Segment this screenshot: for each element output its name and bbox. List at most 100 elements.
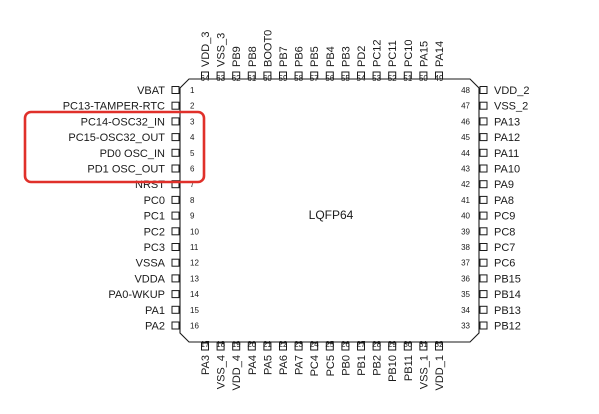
pin-23-pa7-label: PA7	[294, 355, 306, 375]
pin-43-pa10-number: 43	[461, 165, 470, 174]
pin-58-pb6-pad	[294, 71, 303, 80]
pin-55-pb3-number: 55	[341, 74, 350, 83]
pin-63-vss-3-label: VSS_3	[216, 33, 228, 67]
pin-25-pc5-pad	[325, 342, 334, 351]
pin-54-pd2-pad	[357, 71, 365, 80]
pin-35-pb14-pad	[479, 290, 488, 299]
pin-37-pc6-number: 37	[461, 259, 470, 268]
pin-36-pb15-label: PB15	[494, 273, 521, 285]
pin-47-vss-2-number: 47	[461, 102, 470, 111]
pin-10-pc2-label: PC2	[144, 226, 165, 238]
pin-19-vdd-4-pad	[232, 342, 241, 351]
pin-56-pb4-label: PB4	[325, 46, 337, 67]
pin-22-pa6-number: 22	[279, 340, 288, 349]
pin-6-pd1-osc-out: PD1 OSC_OUT 6	[87, 164, 195, 176]
pin-44-pa11-number: 44	[461, 149, 470, 158]
pin-34-pb13-pad	[479, 305, 488, 314]
pin-6-pd1-osc-out-number: 6	[190, 165, 195, 174]
pin-39-pc8-pad	[479, 227, 488, 236]
pin-19-vdd-4-label: VDD_4	[231, 355, 243, 390]
pin-36-pb15-pad	[479, 274, 488, 283]
pin-3-pc14-osc32-in-label: PC14-OSC32_IN	[81, 116, 165, 128]
pin-41-pa8-number: 41	[461, 196, 470, 205]
pin-64-vdd-3-label: VDD_3	[200, 32, 212, 67]
pin-11-pc3-pad	[171, 243, 180, 251]
pin-16-pa2-label: PA2	[145, 321, 165, 333]
pin-4-pc15-osc32-out-pad	[171, 133, 180, 142]
pin-64-vdd-3-number: 64	[201, 74, 210, 83]
pin-42-pa9-label: PA9	[494, 179, 514, 191]
pin-51-pc10: PC10 51	[403, 39, 415, 83]
pin-52-pc11-number: 52	[388, 74, 397, 83]
pin-27-pb1-number: 27	[357, 340, 366, 349]
pin-8-pc0-pad	[171, 195, 180, 204]
pin-2-pc13-tamper-rtc-label: PC13-TAMPER-RTC	[63, 101, 165, 113]
pin-11-pc3-label: PC3	[144, 242, 165, 254]
pin-1-vbat: VBAT 1	[137, 85, 195, 97]
pin-14-pa0-wkup-label: PA0-WKUP	[108, 289, 165, 301]
pin-54-pd2-number: 54	[357, 74, 366, 83]
pin-5-pd0-osc-in-pad	[171, 148, 180, 157]
pin-45-pa12-label: PA12	[494, 132, 520, 144]
pin-55-pb3-label: PB3	[340, 46, 352, 67]
pin-6-pd1-osc-out-pad	[171, 164, 180, 173]
pin-51-pc10-label: PC10	[403, 39, 415, 67]
pin-42-pa9-pad	[479, 180, 488, 189]
pin-5-pd0-osc-in: PD0 OSC_IN 5	[100, 148, 195, 160]
pin-14-pa0-wkup-pad	[171, 290, 180, 299]
pin-46-pa13-label: PA13	[494, 116, 520, 128]
pin-20-pa4-number: 20	[247, 340, 256, 349]
pin-23-pa7-number: 23	[294, 340, 303, 349]
pin-3-pc14-osc32-in-number: 3	[190, 117, 195, 126]
pin-5-pd0-osc-in-label: PD0 OSC_IN	[100, 148, 165, 160]
pin-57-pb5-number: 57	[310, 74, 319, 83]
pin-51-pc10-number: 51	[403, 74, 412, 83]
pin-56-pb4-pad	[325, 71, 334, 80]
pin-15-pa1-pad	[171, 305, 180, 314]
pin-40-pc9-number: 40	[461, 212, 470, 221]
pin-43-pa10: PA10 43	[461, 164, 520, 176]
pin-1-vbat-label: VBAT	[137, 85, 165, 97]
pin-28-pb2-number: 28	[372, 340, 381, 349]
pin-63-vss-3: VSS_363	[216, 33, 228, 83]
pin-61-pb8-pad	[247, 71, 256, 80]
pin-16-pa2-pad	[171, 321, 180, 330]
pin-8-pc0-number: 8	[190, 196, 195, 205]
pin-49-pa14-number: 49	[435, 74, 444, 83]
pin-21-pa5-number: 21	[263, 340, 272, 349]
pin-1-vbat-number: 1	[190, 86, 195, 95]
pin-43-pa10-label: PA10	[494, 164, 520, 176]
pin-49-pa14-pad	[435, 71, 443, 80]
pin-21-pa5-label: PA5	[262, 355, 274, 375]
pin-6-pd1-osc-out-label: PD1 OSC_OUT	[87, 164, 165, 176]
pin-45-pa12-pad	[479, 133, 488, 142]
pin-48-vdd-2-number: 48	[461, 86, 470, 95]
pin-43-pa10-pad	[479, 164, 488, 173]
pin-5-pd0-osc-in-number: 5	[190, 149, 195, 158]
pin-29-pb10-pad	[388, 342, 397, 351]
pin-23-pa7: PA7 23	[294, 340, 306, 375]
pin-63-vss-3-pad	[216, 71, 225, 80]
pin-53-pc12-number: 53	[372, 74, 381, 83]
pin-17-pa3-number: 17	[201, 340, 210, 349]
pin-38-pc7-number: 38	[461, 243, 470, 252]
pin-52-pc11-pad	[388, 71, 397, 80]
pin-21-pa5: PA5 21	[262, 340, 274, 375]
pin-55-pb3-pad	[341, 71, 350, 80]
pin-52-pc11-label: PC11	[387, 40, 399, 67]
pin-60-boot0-number: 60	[263, 74, 272, 83]
pin-34-pb13-label: PB13	[494, 305, 521, 317]
pin-30-pb11-pad	[403, 342, 412, 351]
pin-64-vdd-3-pad	[201, 71, 209, 80]
